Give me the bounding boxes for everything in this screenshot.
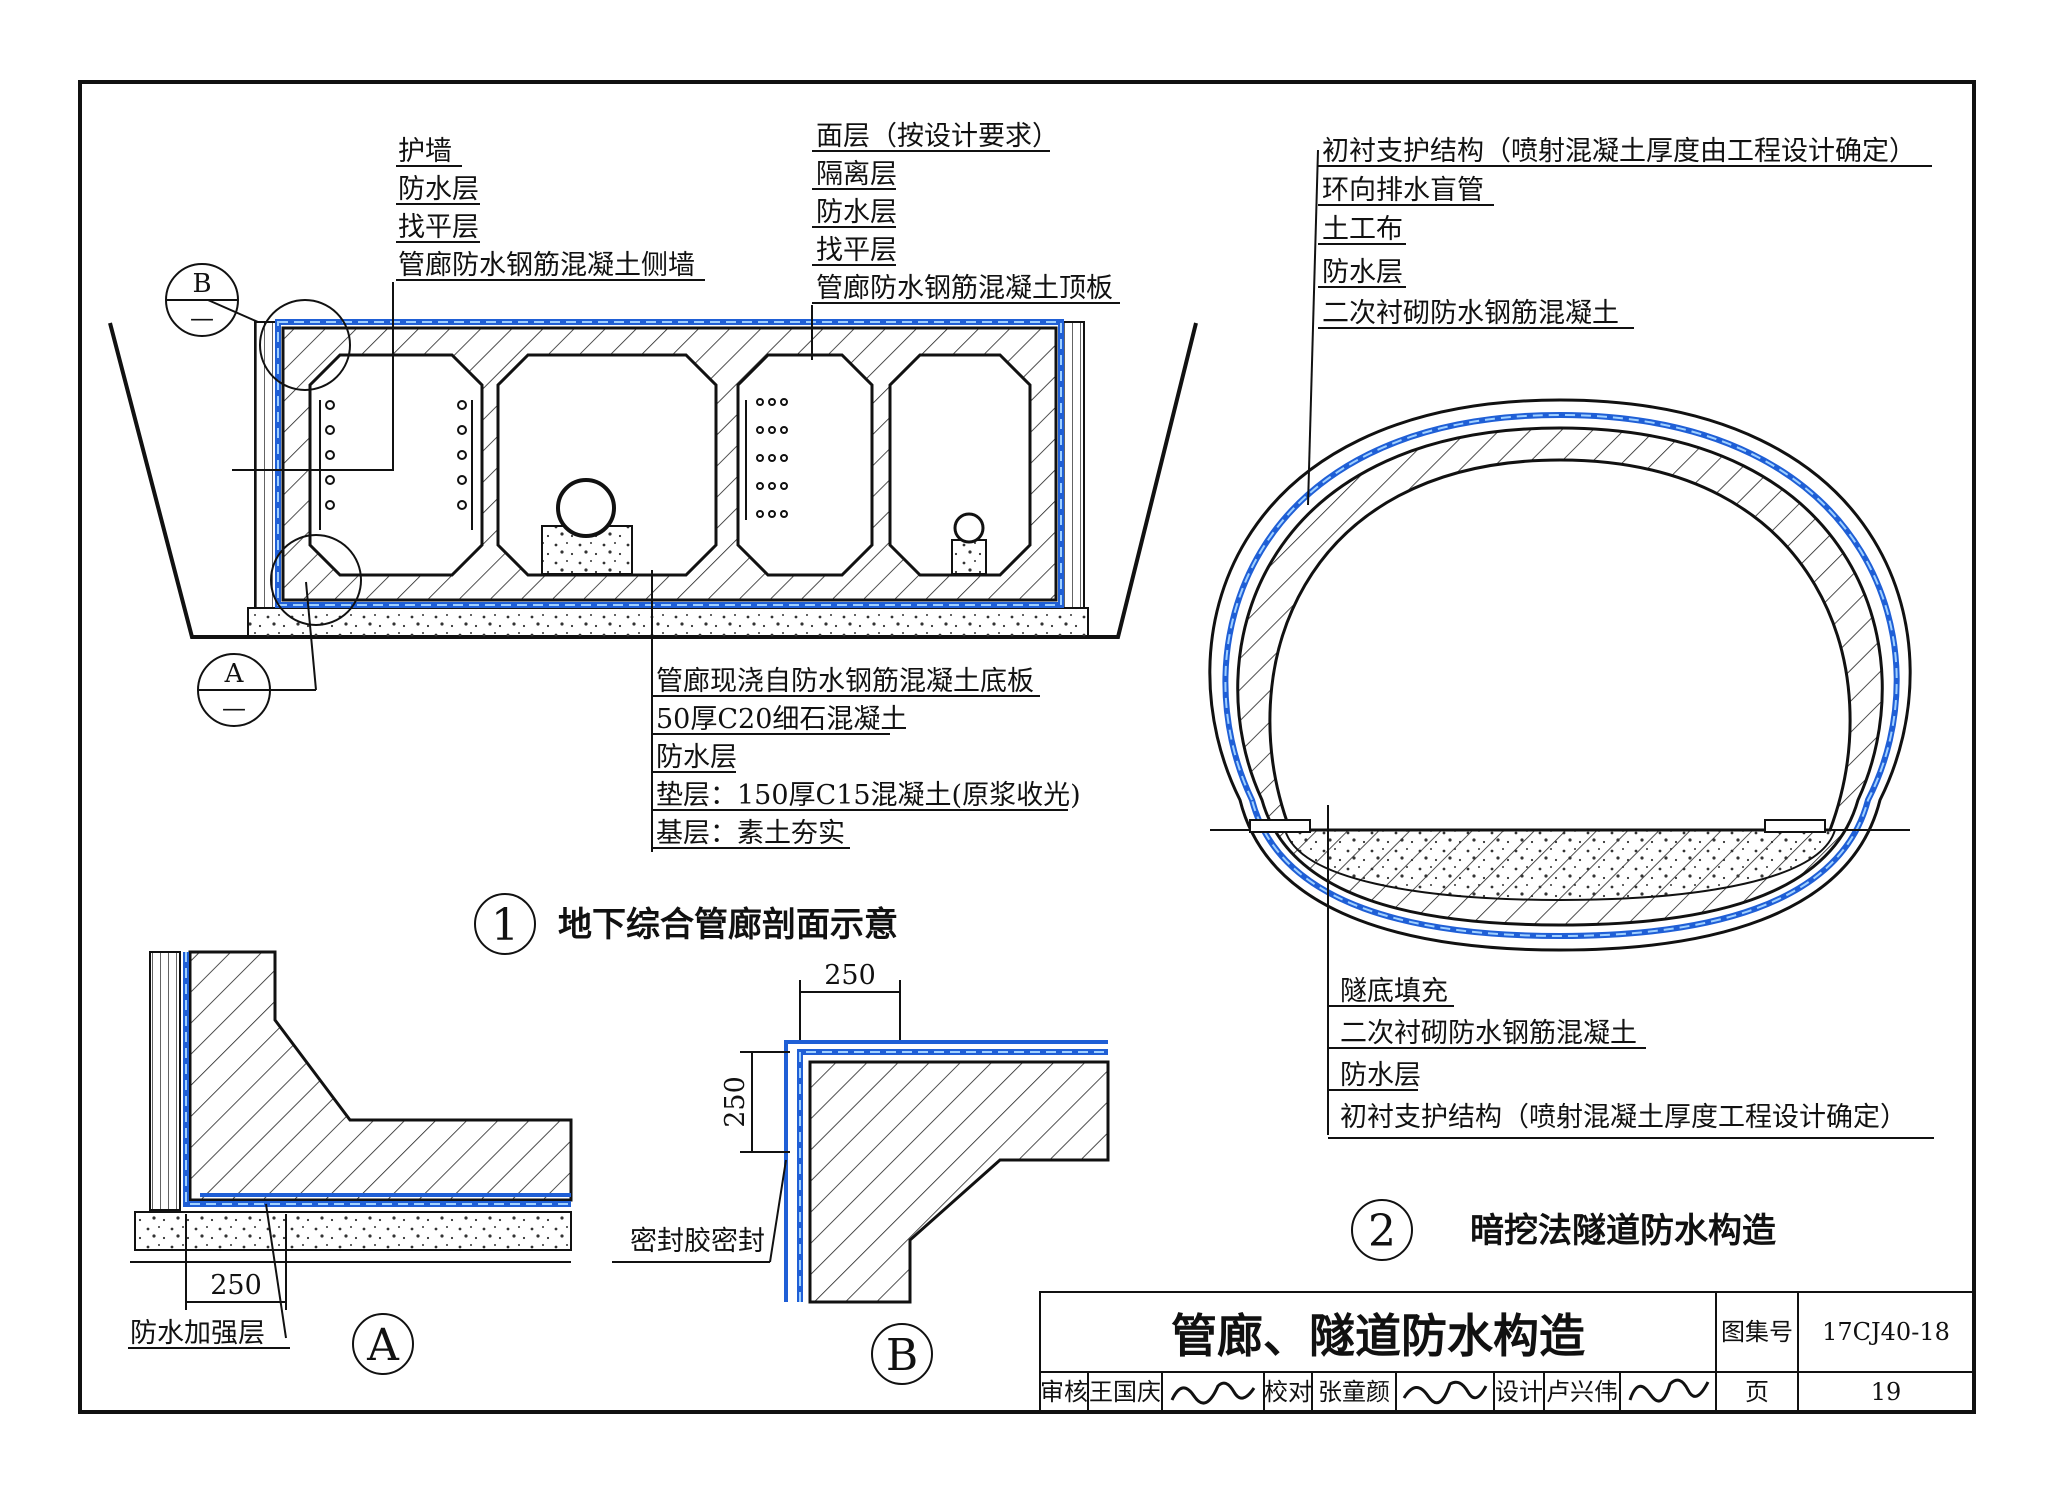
detail-b-dim-h: 250 (824, 960, 876, 991)
roof-label: 隔离层 (816, 159, 897, 190)
section1-wall-labels: 护墙 防水层 找平层 管廊防水钢筋混凝土侧墙 (396, 136, 705, 281)
tunnel-label: 隧底填充 (1340, 976, 1448, 1007)
tunnel-label: 环向排水盲管 (1322, 175, 1484, 206)
detail-b-dim-v: 250 (720, 1076, 751, 1128)
review-label: 审核 (1040, 1378, 1088, 1406)
floor-label: 管廊现浇自防水钢筋混凝土底板 (656, 666, 1034, 697)
tunnel-label: 防水层 (1322, 257, 1403, 288)
designer-signature (1628, 1378, 1710, 1403)
drawing-frame (78, 80, 1976, 1414)
section1-caption: 1 地下综合管廊剖面示意 (474, 893, 898, 955)
tunnel-label: 初衬支护结构（喷射混凝土厚度由工程设计确定） (1322, 136, 1916, 167)
svg-text:—: — (222, 694, 246, 722)
tunnel-label: 初衬支护结构（喷射混凝土厚度工程设计确定） (1340, 1102, 1907, 1133)
floor-label: 防水层 (656, 742, 737, 773)
roof-label: 找平层 (816, 235, 897, 266)
roof-label: 防水层 (816, 197, 897, 228)
detail-mark-a: A — (197, 653, 271, 727)
detail-b-mark: B (886, 1330, 918, 1381)
tunnel-label: 二次衬砌防水钢筋混凝土 (1340, 1018, 1637, 1049)
tunnel-label: 防水层 (1340, 1060, 1421, 1091)
atlas-number: 17CJ40-18 (1822, 1318, 1950, 1346)
section1-roof-labels: 面层（按设计要求） 隔离层 防水层 找平层 管廊防水钢筋混凝土顶板 (812, 121, 1120, 304)
wall-label: 管廊防水钢筋混凝土侧墙 (398, 250, 695, 281)
detail-a-drawing: 250 防水加强层 A (128, 950, 573, 1375)
detail-a-mark: A (366, 1320, 400, 1371)
tunnel-label: 土工布 (1322, 214, 1403, 245)
section1-title: 地下综合管廊剖面示意 (558, 905, 898, 945)
detail-a-dim: 250 (210, 1270, 262, 1301)
svg-text:1: 1 (491, 900, 519, 951)
section1-drawing (108, 282, 1198, 852)
roof-label: 管廊防水钢筋混凝土顶板 (816, 273, 1113, 304)
svg-text:B: B (192, 269, 211, 299)
section2-drawing (1208, 149, 1912, 1135)
svg-text:—: — (190, 304, 214, 332)
section2-caption: 2 暗挖法隧道防水构造 (1351, 1199, 1776, 1261)
wall-label: 防水层 (398, 174, 479, 205)
design-label: 设计 (1495, 1378, 1543, 1406)
section2-title: 暗挖法隧道防水构造 (1470, 1211, 1776, 1251)
title-block: 管廊、隧道防水构造 图集号 17CJ40-18 审核 王国庆 校对 张童颜 设计… (1039, 1291, 1975, 1413)
page-number: 19 (1871, 1378, 1902, 1406)
detail-b-label: 密封胶密封 (630, 1226, 765, 1257)
section2-top-labels: 初衬支护结构（喷射混凝土厚度由工程设计确定） 环向排水盲管 土工布 防水层 二次… (1318, 136, 1932, 329)
sheet-title: 管廊、隧道防水构造 (1171, 1309, 1585, 1363)
checker-name: 张童颜 (1318, 1378, 1390, 1406)
reviewer-signature (1170, 1381, 1256, 1405)
floor-label: 基层：素土夯实 (656, 818, 845, 849)
detail-mark-b: B — (165, 263, 239, 337)
detail-b-drawing: 250 250 密封胶密封 B (612, 960, 1110, 1385)
reviewer-name: 王国庆 (1089, 1378, 1161, 1406)
check-label: 校对 (1264, 1378, 1312, 1406)
checker-signature (1402, 1380, 1488, 1405)
atlas-label: 图集号 (1721, 1318, 1793, 1346)
floor-label: 50厚C20细石混凝土 (656, 704, 907, 735)
section2-bottom-labels: 隧底填充 二次衬砌防水钢筋混凝土 防水层 初衬支护结构（喷射混凝土厚度工程设计确… (1328, 976, 1934, 1139)
detail-a-label: 防水加强层 (130, 1318, 265, 1349)
section1-floor-labels: 管廊现浇自防水钢筋混凝土底板 50厚C20细石混凝土 防水层 垫层：150厚C1… (652, 666, 1081, 849)
roof-label: 面层（按设计要求） (816, 121, 1059, 152)
tunnel-label: 二次衬砌防水钢筋混凝土 (1322, 298, 1619, 329)
svg-text:A: A (224, 659, 245, 689)
page-label: 页 (1745, 1378, 1769, 1406)
svg-text:2: 2 (1368, 1206, 1396, 1257)
floor-label: 垫层：150厚C15混凝土(原浆收光) (656, 780, 1081, 811)
wall-label: 护墙 (398, 136, 452, 167)
designer-name: 卢兴伟 (1546, 1378, 1618, 1406)
wall-label: 找平层 (398, 212, 479, 243)
